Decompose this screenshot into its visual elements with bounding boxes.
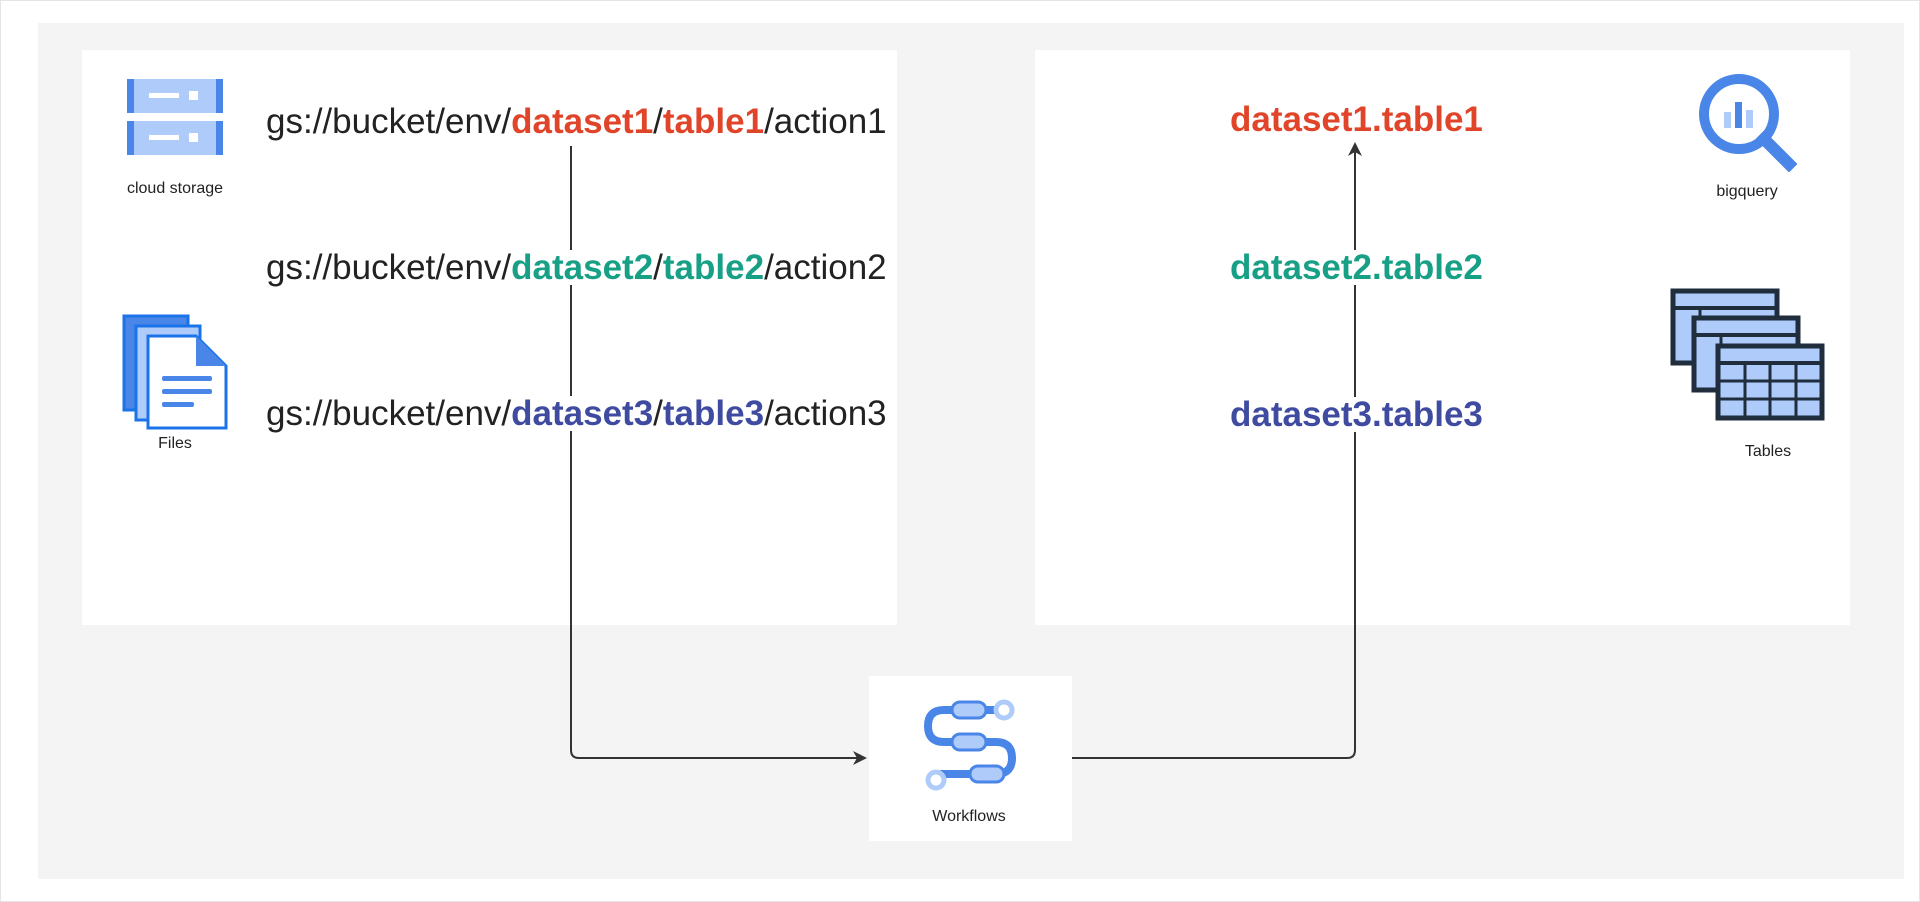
path-dataset: dataset2 <box>511 248 654 287</box>
bq-table-2: dataset2.table2 <box>1224 250 1489 285</box>
path-dataset: dataset3 <box>511 394 654 433</box>
bq-table-3: dataset3.table3 <box>1224 397 1489 432</box>
path-dataset: dataset1 <box>511 102 654 141</box>
path-separator: / <box>653 248 663 287</box>
gcs-path-2: gs://bucket/env/dataset2/table2/action2 <box>262 250 891 285</box>
path-table: table2 <box>662 248 765 287</box>
path-action: /action1 <box>764 102 887 141</box>
bigquery-icon <box>1697 72 1798 177</box>
path-table: table3 <box>662 394 765 433</box>
bq-table-1: dataset1.table1 <box>1224 102 1489 137</box>
path-separator: / <box>653 394 663 433</box>
path-table: table1 <box>662 102 765 141</box>
gcs-path-1: gs://bucket/env/dataset1/table1/action1 <box>262 104 891 139</box>
files-label: Files <box>158 435 192 452</box>
path-prefix: gs://bucket/env/ <box>266 248 512 287</box>
bigquery-label: bigquery <box>1716 183 1778 200</box>
path-prefix: gs://bucket/env/ <box>266 394 512 433</box>
path-separator: / <box>653 102 663 141</box>
path-action: /action3 <box>764 394 887 433</box>
files-icon <box>122 314 228 435</box>
cloud-storage-icon <box>127 79 223 162</box>
path-prefix: gs://bucket/env/ <box>266 102 512 141</box>
workflows-label: Workflows <box>932 808 1006 825</box>
path-action: /action2 <box>764 248 887 287</box>
gcs-path-3: gs://bucket/env/dataset3/table3/action3 <box>262 396 891 431</box>
workflows-icon <box>922 698 1018 797</box>
cloud-storage-label: cloud storage <box>126 180 224 197</box>
tables-label: Tables <box>1744 443 1792 460</box>
tables-icon <box>1670 288 1826 427</box>
